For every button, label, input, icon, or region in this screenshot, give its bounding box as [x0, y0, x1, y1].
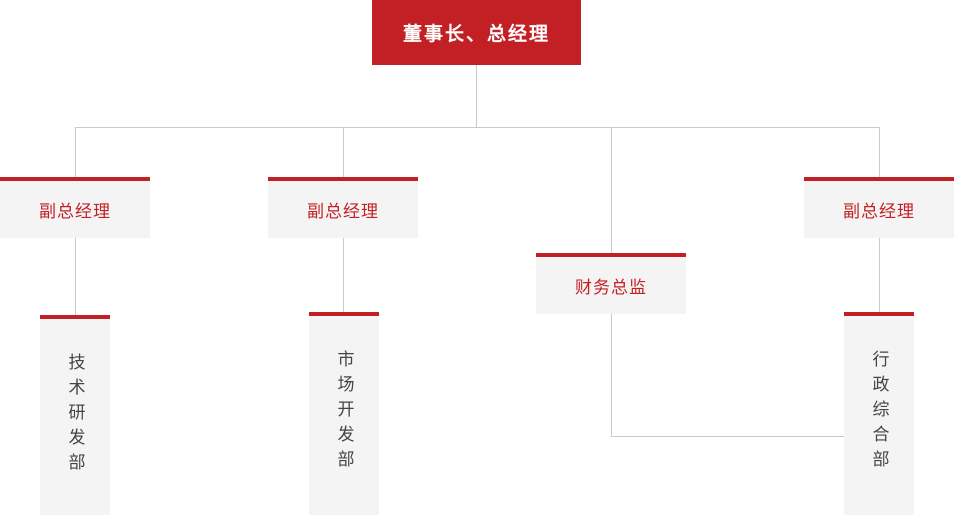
- connector-root-stem: [476, 65, 477, 127]
- connector-manager2-to-dept2: [343, 238, 344, 315]
- manager-node-4[interactable]: 副总经理: [804, 177, 954, 238]
- manager-node-1[interactable]: 副总经理: [0, 177, 150, 238]
- connector-drop-manager-2: [343, 127, 344, 177]
- connector-cfo-drop: [611, 314, 612, 437]
- department-node-market-label: 市场开发部: [334, 350, 354, 475]
- manager-node-1-label: 副总经理: [39, 202, 111, 221]
- connector-drop-manager-1: [75, 127, 76, 177]
- manager-node-4-label: 副总经理: [843, 202, 915, 221]
- connector-cfo-to-admin-dept: [611, 436, 851, 437]
- department-node-admin[interactable]: 行政综合部: [844, 312, 914, 515]
- manager-node-3-label: 财务总监: [575, 278, 647, 297]
- manager-node-2-label: 副总经理: [307, 202, 379, 221]
- department-node-admin-label: 行政综合部: [869, 350, 889, 475]
- connector-drop-manager-4: [879, 127, 880, 177]
- manager-node-3-cfo[interactable]: 财务总监: [536, 253, 686, 314]
- root-node-label: 董事长、总经理: [402, 24, 550, 45]
- department-node-rnd[interactable]: 技术研发部: [40, 315, 110, 515]
- root-node-chairman-gm[interactable]: 董事长、总经理: [372, 0, 581, 65]
- connector-horizontal-bus: [75, 127, 880, 128]
- department-node-market[interactable]: 市场开发部: [309, 312, 379, 515]
- connector-manager4-to-dept3: [879, 238, 880, 315]
- department-node-rnd-label: 技术研发部: [65, 353, 85, 478]
- connector-drop-manager-3: [611, 127, 612, 253]
- connector-manager1-to-dept1: [75, 238, 76, 315]
- manager-node-2[interactable]: 副总经理: [268, 177, 418, 238]
